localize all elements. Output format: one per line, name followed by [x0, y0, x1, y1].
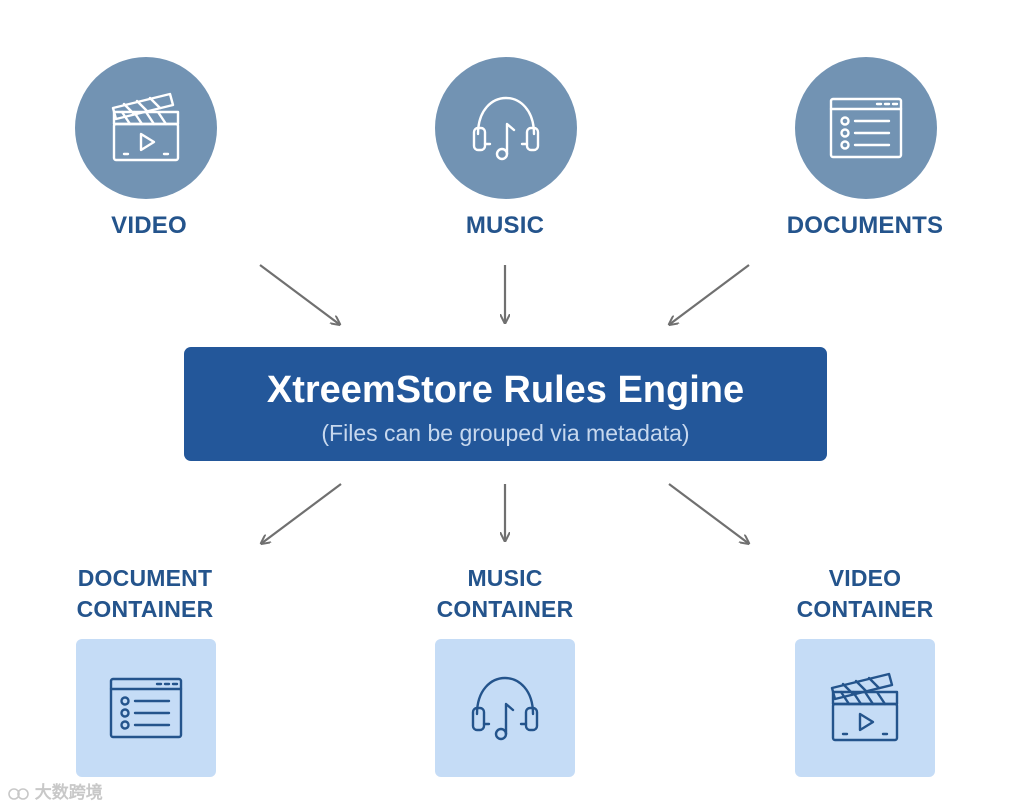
- video-container-box: [795, 639, 935, 777]
- document-window-icon: [109, 677, 183, 739]
- headphones-music-icon: [471, 676, 539, 741]
- video-container-label-line1: VIDEO: [828, 565, 902, 591]
- music-container-label-line2: CONTAINER: [436, 596, 574, 622]
- video-clapperboard-icon: [111, 92, 180, 162]
- video-container-label-line2: CONTAINER: [796, 596, 934, 622]
- engine-subtitle: (Files can be grouped via metadata): [321, 420, 690, 446]
- music-input-circle: [435, 57, 577, 199]
- music-label: MUSIC: [465, 212, 545, 239]
- document-container-box: [76, 639, 216, 777]
- arrow-documents-to-engine: [670, 264, 750, 324]
- engine-title: XtreemStore Rules Engine: [266, 369, 745, 411]
- arrow-engine-to-video-container: [668, 483, 748, 543]
- document-container-label-line1: DOCUMENT: [77, 565, 213, 591]
- watermark-text: 大数跨境: [34, 783, 103, 802]
- watermark: 大数跨境: [8, 778, 103, 803]
- video-container-label: VIDEO CONTAINER: [735, 563, 995, 625]
- video-input-circle: [75, 57, 217, 199]
- video-label: VIDEO: [111, 212, 187, 239]
- music-container-box: [435, 639, 575, 777]
- document-container-label: DOCUMENT CONTAINER: [15, 563, 275, 625]
- arrow-video-to-engine: [259, 264, 339, 324]
- arrow-engine-to-document-container: [262, 483, 342, 543]
- video-clapperboard-icon: [830, 672, 899, 742]
- documents-label: DOCUMENTS: [786, 212, 944, 239]
- document-window-icon: [829, 97, 903, 159]
- watermark-logo-icon: [8, 787, 29, 800]
- music-container-label: MUSIC CONTAINER: [375, 563, 635, 625]
- documents-input-circle: [795, 57, 937, 199]
- music-container-label-line1: MUSIC: [467, 565, 543, 591]
- document-container-label-line2: CONTAINER: [76, 596, 214, 622]
- headphones-music-icon: [472, 96, 540, 161]
- rules-engine-box: XtreemStore Rules Engine (Files can be g…: [184, 347, 827, 461]
